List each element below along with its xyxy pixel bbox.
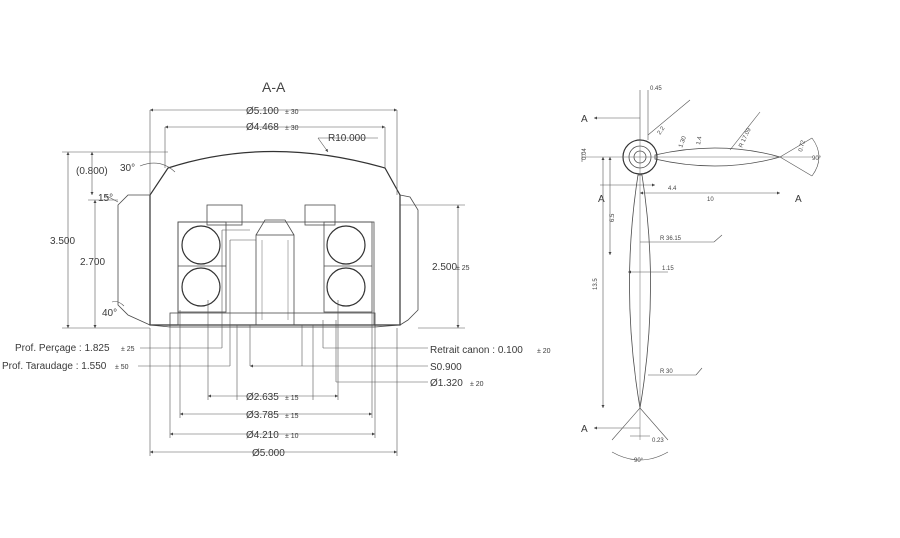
dim-h2500-tol: ± 25 xyxy=(456,265,470,272)
dim-d5100: Ø5.100 xyxy=(246,106,279,117)
dim-h2700: 2.700 xyxy=(80,257,105,268)
hand-dim-90-bottom: 90° xyxy=(634,458,644,464)
dim-h2500: 2.500 xyxy=(432,262,457,273)
dim-angle-30: 30° xyxy=(120,163,135,174)
dim-angle-40: 40° xyxy=(102,308,117,319)
hand-dim-r30: R 30 xyxy=(660,369,673,375)
label-a-top: A xyxy=(581,114,588,125)
top-dimensions: Ø5.100 ± 30 Ø4.468 ± 30 R10.000 xyxy=(149,106,398,195)
hand-dim-045: 0.45 xyxy=(650,86,662,92)
hand-dim-14: 1.4 xyxy=(696,135,703,145)
dim-d2635-tol: ± 15 xyxy=(285,395,299,402)
dim-d4210-tol: ± 10 xyxy=(285,433,299,440)
hand-dim-004: 0.04 xyxy=(582,148,588,160)
dim-angle-15: 15° xyxy=(98,193,113,204)
hand-dim-115: 1.15 xyxy=(662,266,674,272)
bottom-dimensions: Ø2.635 ± 15 Ø3.785 ± 15 Ø4.210 ± 10 Ø5.0… xyxy=(149,300,398,459)
left-dimensions: 30° (0.800) 15° 3.500 2.700 40° xyxy=(50,151,176,329)
callout-retrait-tol: ± 20 xyxy=(537,348,551,355)
hand-dim-023: 0.23 xyxy=(652,438,664,444)
hand-dim-44: 4.4 xyxy=(668,186,677,192)
dim-h3500: 3.500 xyxy=(50,236,75,247)
hand-dim-130: 1.30 xyxy=(678,135,688,149)
hand-dim-r3615: R 36.15 xyxy=(660,236,682,242)
dim-d4468: Ø4.468 xyxy=(246,122,279,133)
dim-d2635: Ø2.635 xyxy=(246,392,279,403)
label-a-right: A xyxy=(795,194,802,205)
label-a-bottom: A xyxy=(581,424,588,435)
callout-prof-percage-tol: ± 25 xyxy=(121,346,135,353)
dim-d4468-tol: ± 30 xyxy=(285,125,299,132)
callout-prof-percage: Prof. Perçage : 1.825 xyxy=(15,343,110,354)
hand-dim-90-right: 90° xyxy=(812,156,822,162)
hand-dim-135: 13.5 xyxy=(593,278,599,290)
label-a-left: A xyxy=(598,194,605,205)
left-callouts: Prof. Perçage : 1.825 ± 25 Prof. Tarauda… xyxy=(2,229,256,372)
hand-dim-65: 6.5 xyxy=(610,213,616,222)
dim-d5100-tol: ± 30 xyxy=(285,109,299,116)
case-body xyxy=(117,150,419,328)
dim-d3785: Ø3.785 xyxy=(246,410,279,421)
hand-dim-22: 2.2 xyxy=(657,125,667,136)
callout-s0900: S0.900 xyxy=(430,362,462,373)
callout-prof-taraudage: Prof. Taraudage : 1.550 xyxy=(2,361,107,372)
hand-dim-r1709: R 17.09 xyxy=(738,127,753,149)
dim-d5000: Ø5.000 xyxy=(252,448,285,459)
hand-dim-10: 10 xyxy=(707,197,714,203)
callout-prof-taraudage-tol: ± 50 xyxy=(115,364,129,371)
dim-d3785-tol: ± 15 xyxy=(285,413,299,420)
hand-dim-072: 0.72 xyxy=(798,139,807,152)
right-callouts: Retrait canon : 0.100 ± 20 S0.900 Ø1.320… xyxy=(249,320,551,389)
section-view: A-A xyxy=(2,79,551,459)
callout-retrait: Retrait canon : 0.100 xyxy=(430,345,523,356)
section-title: A-A xyxy=(262,79,286,95)
callout-d1320: Ø1.320 xyxy=(430,378,463,389)
dim-r10000: R10.000 xyxy=(328,133,366,144)
dim-d4210: Ø4.210 xyxy=(246,430,279,441)
callout-d1320-tol: ± 20 xyxy=(470,381,484,388)
right-dimensions: 2.500 ± 25 xyxy=(400,204,470,329)
hand-view: A A A A 0.45 2.2 1.30 1.4 R 17.09 0.72 xyxy=(581,86,822,464)
